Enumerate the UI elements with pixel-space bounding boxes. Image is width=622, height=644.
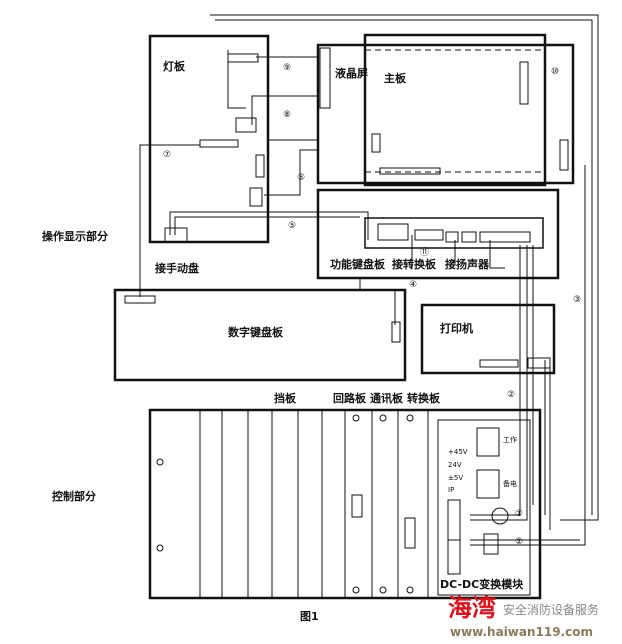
svg-text:⑥: ⑥ <box>297 173 305 183</box>
lcd-label: 液晶屏 <box>335 66 368 80</box>
dcdc-module-label: DC-DC变换模块 <box>440 577 524 591</box>
svg-text:⑧: ⑧ <box>283 110 291 120</box>
power-indicators: +45V 24V ±5V IP <box>448 448 468 494</box>
svg-text:±5V: ±5V <box>448 474 463 482</box>
svg-text:④: ④ <box>409 280 417 290</box>
operation-section-label: 操作显示部分 <box>42 229 108 243</box>
converter-board-label: 转换板 <box>407 391 441 405</box>
printer-label: 打印机 <box>440 321 473 335</box>
to-converter-label: 接转换板 <box>392 257 437 271</box>
main-board-label: 主板 <box>384 71 407 85</box>
control-section-label: 控制部分 <box>52 489 96 503</box>
lamp-board: 灯板 <box>148 34 270 244</box>
control-rack: 挡板 回路板 通讯板 转换板 +45V 24V ±5V IP 工作 备电 DC-… <box>148 391 542 600</box>
svg-text:②: ② <box>507 390 515 400</box>
backup-switch-label: 备电 <box>503 479 517 488</box>
svg-text:③: ③ <box>573 295 581 305</box>
watermark-logo: 海湾 安全消防设备服务 www.haiwan119.com <box>448 594 599 639</box>
loop-board-label: 回路板 <box>333 391 367 405</box>
svg-text:安全消防设备服务: 安全消防设备服务 <box>503 602 599 617</box>
baffle-label: 挡板 <box>274 391 297 405</box>
wires <box>139 14 599 546</box>
manual-panel-label: 接手动盘 <box>155 261 199 275</box>
svg-text:①: ① <box>515 509 523 519</box>
svg-text:IP: IP <box>448 486 454 494</box>
svg-text:⑩: ⑩ <box>551 67 559 77</box>
circled-numbers: ⑨ ⑧ ⑦ ⑥ ⑤ ⑪ ④ ③ ② ① ② ⑩ <box>163 63 581 547</box>
svg-text:www.haiwan119.com: www.haiwan119.com <box>450 625 593 639</box>
svg-text:⑨: ⑨ <box>283 63 291 73</box>
numeric-keyboard-label: 数字键盘板 <box>228 325 284 339</box>
svg-text:⑦: ⑦ <box>163 150 171 160</box>
function-keyboard-board: 功能键盘板 接转换板 接扬声器 <box>316 188 560 280</box>
printer: 打印机 <box>420 303 556 375</box>
numeric-keyboard-board: 数字键盘板 <box>113 288 407 382</box>
svg-text:24V: 24V <box>448 461 462 469</box>
work-switch-label: 工作 <box>503 435 517 444</box>
comm-board-label: 通讯板 <box>370 391 404 405</box>
svg-text:⑤: ⑤ <box>288 221 296 231</box>
svg-text:②: ② <box>515 537 523 547</box>
svg-text:海湾: 海湾 <box>448 594 496 622</box>
lcd-main-board: 液晶屏 主板 <box>316 33 575 187</box>
to-speaker-label: 接扬声器 <box>445 257 490 271</box>
figure-caption: 图1 <box>300 610 319 623</box>
svg-text:⑪: ⑪ <box>420 247 429 258</box>
lamp-board-label: 灯板 <box>163 59 186 73</box>
function-keyboard-label: 功能键盘板 <box>330 257 386 271</box>
svg-text:+45V: +45V <box>448 448 468 456</box>
